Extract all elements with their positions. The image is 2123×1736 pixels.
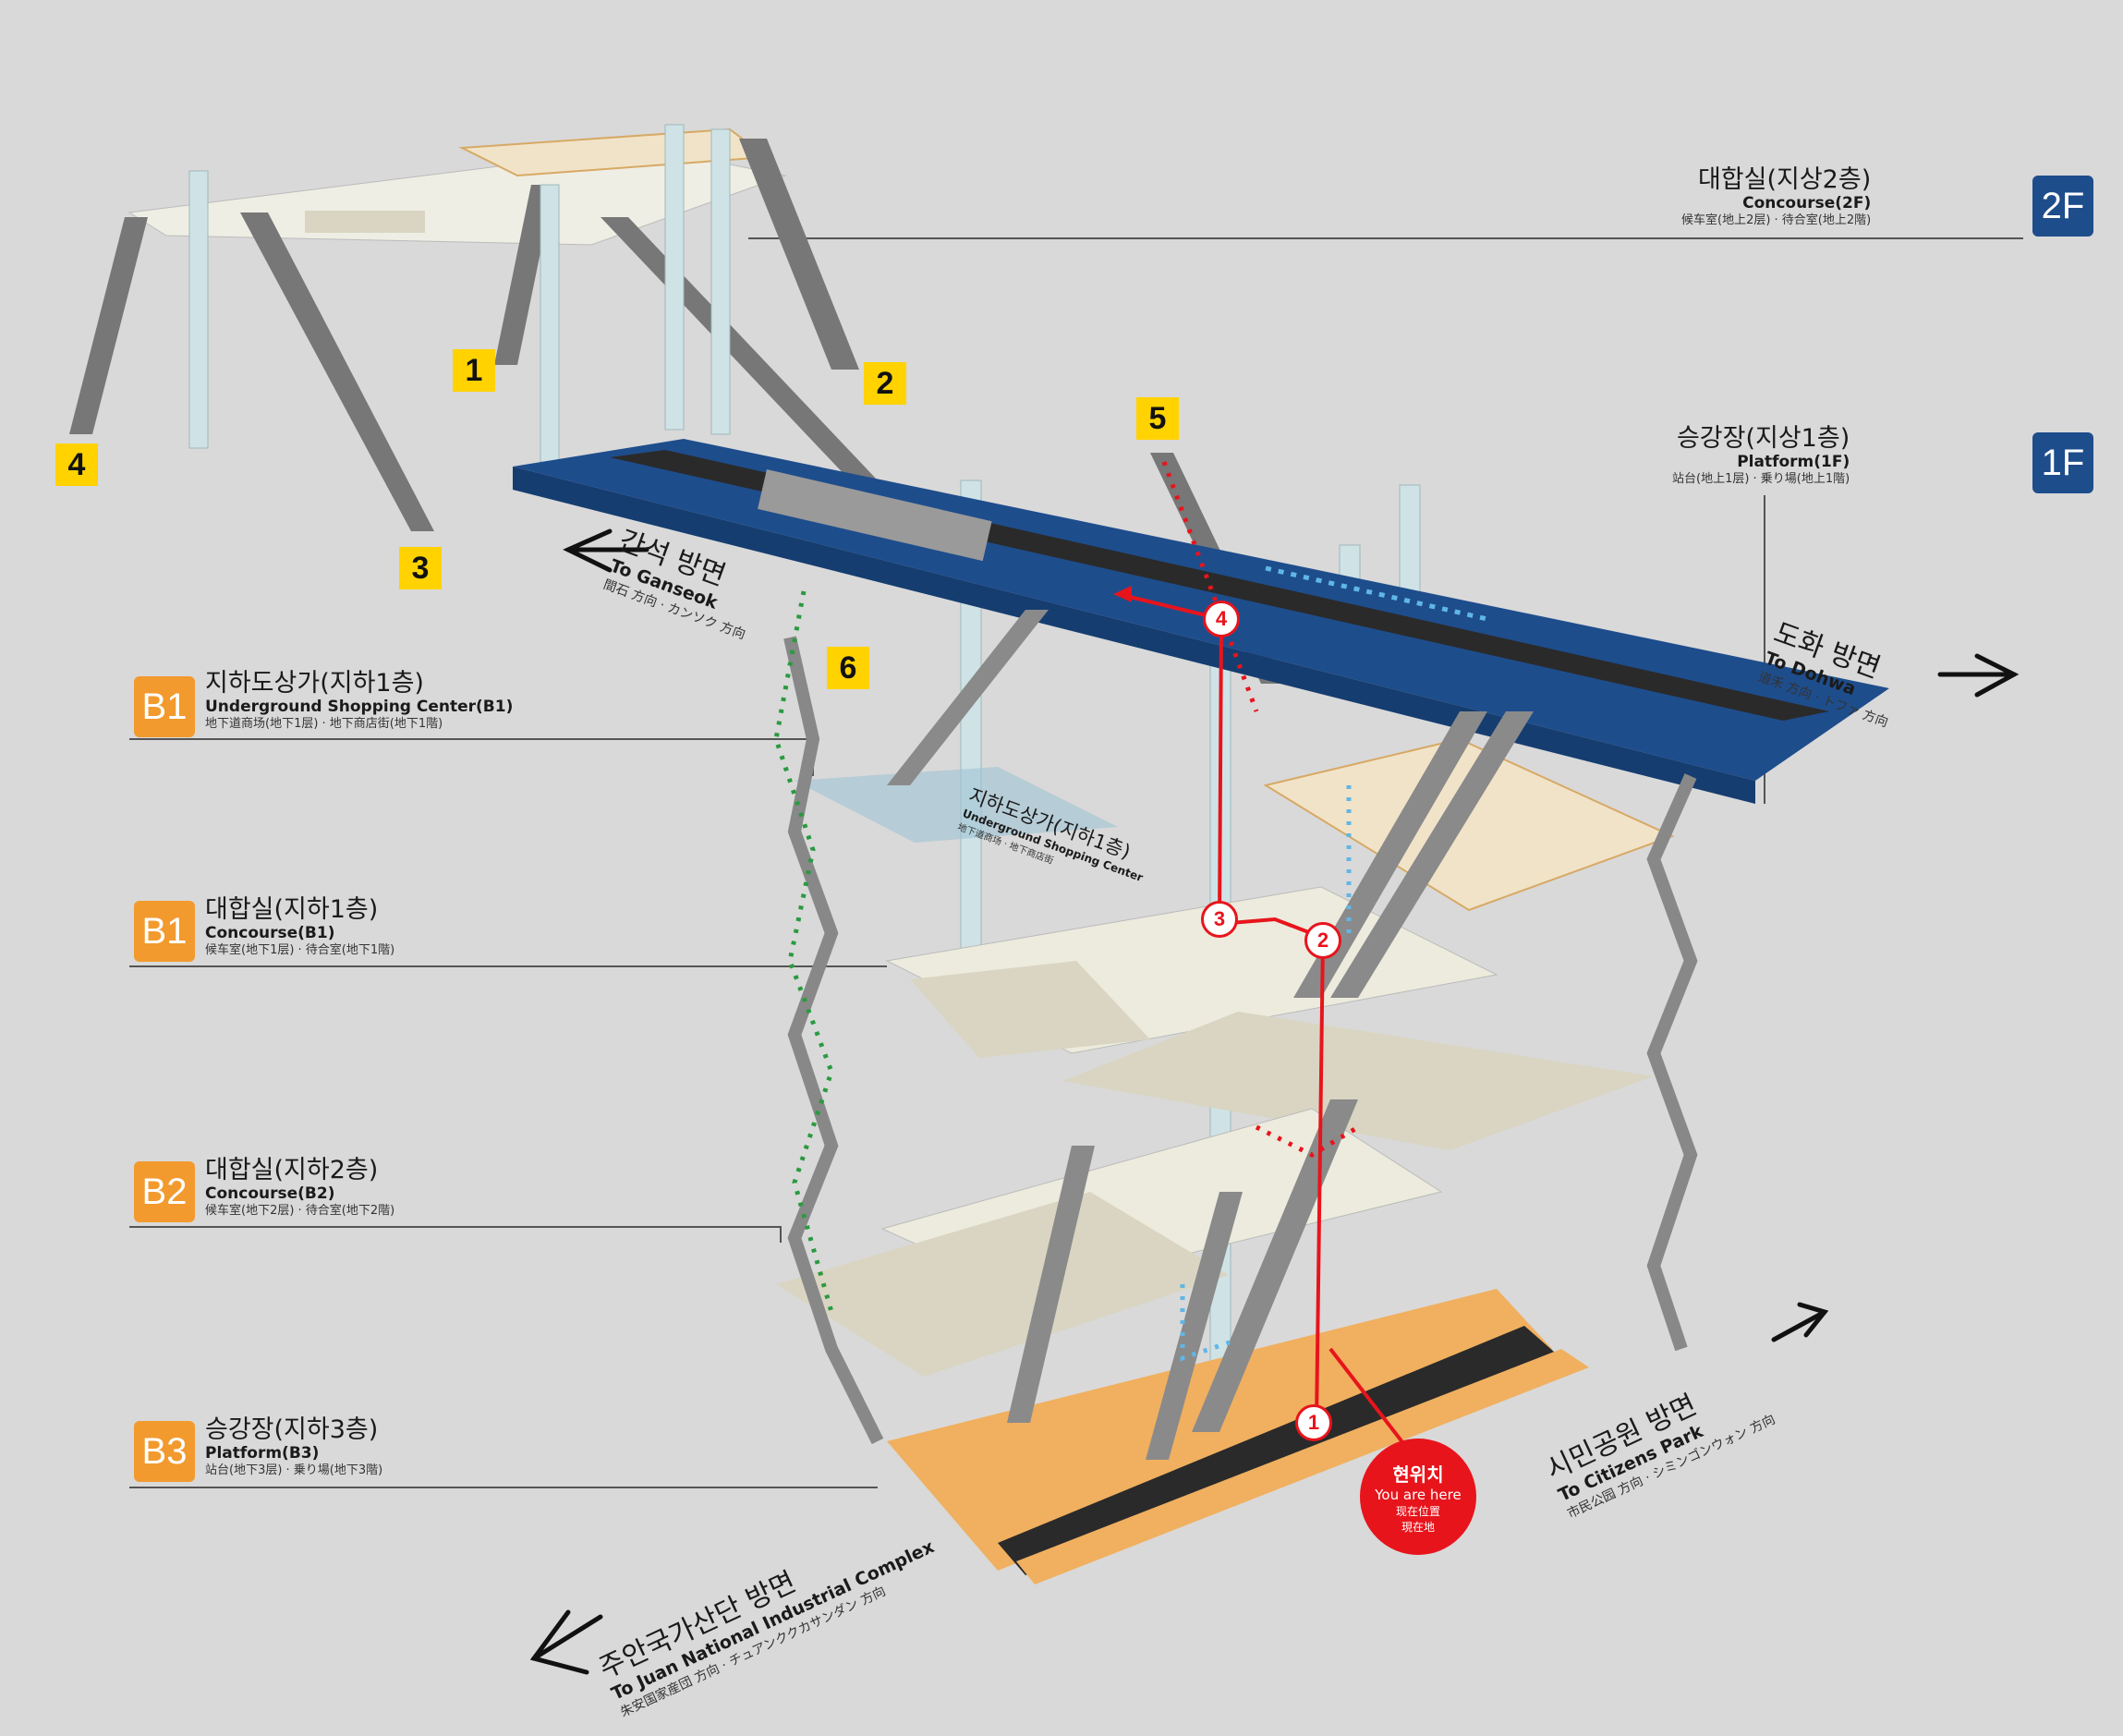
- level-1f-kr: 승강장(지상1층): [1676, 424, 1850, 453]
- exit-2: 2: [864, 362, 906, 405]
- level-b1-shop-label: 지하도상가(지하1층) Underground Shopping Center(…: [205, 670, 513, 733]
- you-are-here-en: You are here: [1375, 1486, 1462, 1503]
- exit-1: 1: [453, 349, 495, 392]
- exit-6: 6: [827, 647, 869, 689]
- badge-2f: 2F: [2032, 176, 2093, 237]
- level-2f-kr: 대합실(지상2층): [1697, 165, 1872, 194]
- level-b2-label: 대합실(지하2층) Concourse(B2) 候车室(地下2层) · 待合室(…: [205, 1157, 394, 1220]
- concourse-b2: [776, 1012, 1654, 1377]
- shopping-center-plane: [795, 767, 1118, 843]
- level-b1-shop-en: Underground Shopping Center(B1): [205, 697, 514, 716]
- escalators: [887, 610, 1534, 1460]
- exit-4: 4: [55, 443, 98, 486]
- you-are-here-cn2: 現在地: [1401, 1520, 1435, 1534]
- badge-b2: B2: [134, 1161, 195, 1222]
- level-2f-label: 대합실(지상2층) Concourse(2F) 候车室(地上2层) · 待合室(…: [1681, 166, 1871, 229]
- level-1f-cn: 站台(地上1层) · 乗り場(地上1階): [1672, 471, 1850, 486]
- platform-1f: [513, 439, 1889, 804]
- direction-arrows: [529, 528, 2020, 1675]
- level-1f-label: 승강장(지상1층) Platform(1F) 站台(地上1层) · 乗り場(地上…: [1672, 425, 1850, 488]
- route-step-2: 2: [1304, 922, 1341, 959]
- level-b2-en: Concourse(B2): [205, 1184, 335, 1203]
- level-b1-label: 대합실(지하1층) Concourse(B1) 候车室(地下1层) · 待合室(…: [205, 896, 394, 959]
- level-b1-shop-kr: 지하도상가(지하1층): [205, 669, 424, 698]
- level-b3-label: 승강장(지하3층) Platform(B3) 站台(地下3层) · 乗り場(地下…: [205, 1416, 382, 1479]
- stair-towers: [783, 636, 1698, 1445]
- badge-1f: 1F: [2032, 432, 2093, 493]
- badge-b1-shop: B1: [134, 676, 195, 737]
- level-b3-kr: 승강장(지하3층): [205, 1415, 379, 1444]
- you-are-here-kr: 현위치: [1392, 1463, 1444, 1486]
- badge-b1: B1: [134, 901, 195, 962]
- route-step-3: 3: [1201, 901, 1238, 938]
- level-2f-en: Concourse(2F): [1742, 193, 1872, 212]
- level-b1-kr: 대합실(지하1층): [205, 895, 379, 924]
- level-2f-cn: 候车室(地上2层) · 待合室(地上2階): [1681, 212, 1872, 227]
- you-are-here-marker: 현위치 You are here 现在位置 現在地: [1360, 1439, 1476, 1555]
- level-b3-cn: 站台(地下3层) · 乗り場(地下3階): [205, 1463, 383, 1477]
- concourse-2f: [127, 127, 787, 246]
- level-b3-en: Platform(B3): [205, 1443, 320, 1463]
- level-b1-en: Concourse(B1): [205, 923, 335, 942]
- walk-paths: [773, 461, 1360, 1362]
- badge-b3: B3: [134, 1421, 195, 1482]
- route-step-1: 1: [1295, 1404, 1332, 1441]
- exit-3: 3: [399, 547, 442, 589]
- level-b1-shop-cn: 地下道商场(地下1层) · 地下商店街(地下1階): [205, 716, 443, 731]
- level-b2-kr: 대합실(지하2층): [205, 1156, 379, 1184]
- level-b2-cn: 候车室(地下2层) · 待合室(地下2階): [205, 1203, 395, 1218]
- you-are-here-cn1: 现在位置: [1395, 1504, 1440, 1518]
- route-step-4: 4: [1203, 601, 1240, 637]
- level-1f-en: Platform(1F): [1737, 452, 1850, 471]
- level-b1-cn: 候车室(地下1层) · 待合室(地下1階): [205, 942, 395, 957]
- exit-5: 5: [1136, 397, 1179, 440]
